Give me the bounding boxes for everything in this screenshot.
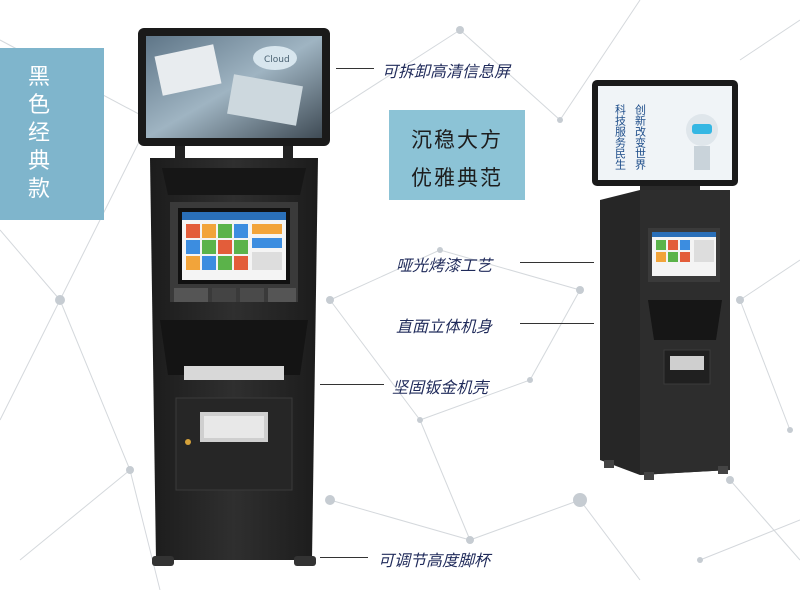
- callout-line-shell: [320, 384, 384, 385]
- small-screen-vertical-2: 创新改变世界: [634, 104, 647, 171]
- callout-line-screen: [336, 68, 374, 69]
- callout-line-body: [520, 323, 594, 324]
- side-label: 黑色经典款: [0, 48, 104, 220]
- callout-body: 直面立体机身: [396, 317, 493, 336]
- side-label-text: 黑色经典款: [28, 65, 53, 202]
- callout-line-paint: [520, 262, 594, 263]
- callout-screen: 可拆卸高清信息屏: [382, 62, 511, 81]
- slogan-box: 沉稳大方 优雅典范: [389, 110, 525, 200]
- callout-shell: 坚固钣金机壳: [392, 378, 489, 397]
- callout-feet: 可调节高度脚杯: [378, 551, 491, 570]
- top-screen-word: Cloud: [264, 55, 290, 65]
- small-screen-vertical-1: 科技服务民生: [614, 103, 627, 170]
- slogan-line-1: 沉稳大方: [411, 128, 503, 152]
- slogan-line-2: 优雅典范: [411, 166, 503, 190]
- callout-line-feet: [320, 557, 368, 558]
- callout-paint: 哑光烤漆工艺: [396, 256, 493, 275]
